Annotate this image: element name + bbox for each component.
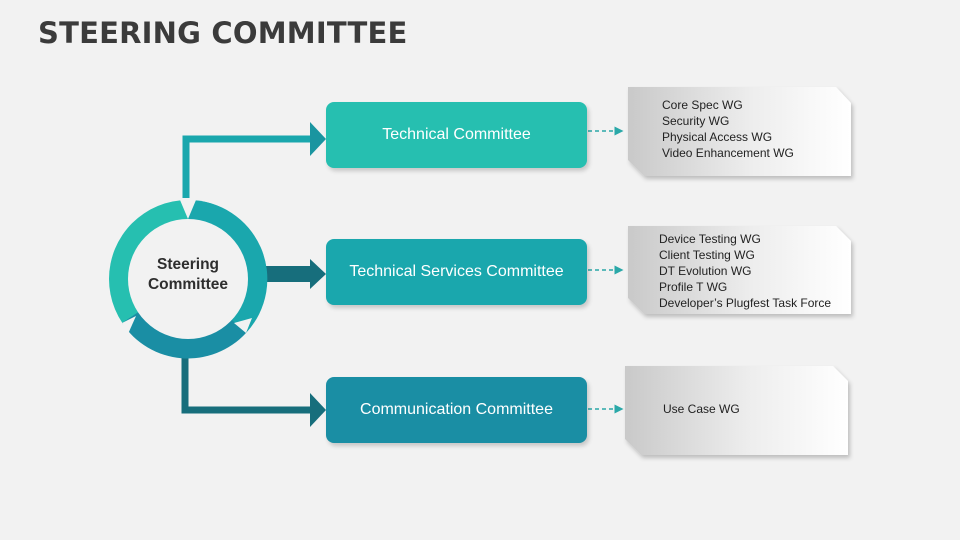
technical-services-wg-list: Device Testing WG Client Testing WG DT E… (659, 231, 883, 311)
list-item: Security WG (662, 114, 730, 128)
list-item: DT Evolution WG (659, 264, 752, 278)
connector-top (182, 122, 326, 198)
wg-card-top (628, 87, 851, 176)
technical-committee-box: Technical Committee (326, 102, 587, 168)
steering-committee-label: Steering Committee (137, 255, 239, 295)
wg-card-middle (628, 226, 851, 314)
list-item: Physical Access WG (662, 130, 773, 144)
communication-wg-list: Use Case WG (663, 401, 887, 417)
list-item: Profile T WG (659, 280, 728, 294)
page-title: STEERING COMMITTEE (38, 16, 408, 50)
steering-ring (109, 199, 268, 359)
hub-line-1: Steering (156, 256, 219, 273)
connector-bottom (181, 356, 326, 427)
list-item: Video Enhancement WG (662, 146, 794, 160)
hub-line-2: Committee (147, 276, 229, 293)
list-item: Use Case WG (663, 402, 740, 416)
communication-committee-box: Communication Committee (326, 377, 587, 443)
technical-wg-list: Core Spec WG Security WG Physical Access… (662, 97, 886, 161)
wg-card-bottom (625, 366, 848, 455)
list-item: Client Testing WG (659, 248, 755, 262)
list-item: Device Testing WG (659, 232, 761, 246)
list-item: Core Spec WG (662, 98, 743, 112)
connector-middle (266, 259, 326, 289)
list-item: Developer’s Plugfest Task Force (659, 296, 832, 310)
technical-services-committee-box: Technical Services Committee (326, 239, 587, 305)
